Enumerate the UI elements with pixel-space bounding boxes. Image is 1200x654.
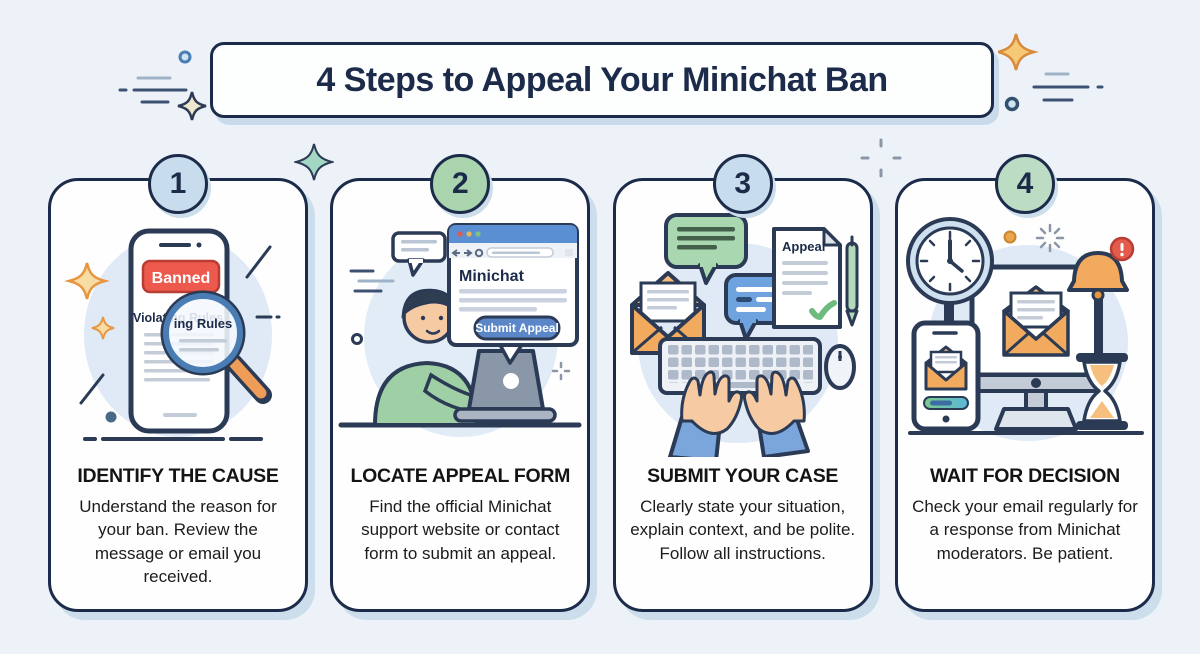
- submit-appeal-button: [473, 315, 561, 341]
- step-number: 2: [451, 167, 469, 200]
- laptop-icon: [453, 349, 558, 423]
- speed-lines-icon: [1032, 72, 1104, 102]
- crosshair-icon: [860, 138, 902, 178]
- spinner-icon: [1035, 223, 1065, 253]
- site-title: Minichat: [459, 268, 525, 285]
- submit-appeal-label: Submit Appeal: [476, 321, 560, 335]
- speed-lines-icon: [349, 269, 395, 293]
- title-box: 4 Steps to Appeal Your Minichat Ban: [210, 42, 994, 118]
- notification-bell-icon: [1066, 236, 1135, 355]
- step-number-badge: 4: [994, 154, 1055, 214]
- step-number: 1: [169, 167, 187, 200]
- dot-icon: [178, 50, 192, 64]
- step-heading: LOCATE APPEAL FORM: [350, 465, 571, 487]
- phone-icon: [911, 320, 981, 432]
- maximize-icon: [475, 231, 481, 237]
- nav-arrows-icon: [451, 248, 484, 258]
- step-heading: WAIT FOR DECISION: [930, 465, 1120, 487]
- clock-icon: [905, 217, 994, 337]
- step-body: Check your email regularly for a respons…: [912, 497, 1138, 563]
- step-body: Clearly state your situation, explain co…: [630, 497, 856, 563]
- step-number-badge: 1: [148, 154, 208, 214]
- sparkle-icon: [998, 33, 1039, 71]
- browser-window: Minichat Submit Appeal: [447, 223, 580, 365]
- typing-hands-illustration: [667, 370, 810, 457]
- step-body: Find the official Minichat support websi…: [361, 497, 560, 563]
- banned-label: Banned: [152, 270, 211, 287]
- check-icon: [808, 300, 837, 320]
- green-chat-bubble-icon: [663, 213, 748, 285]
- submit-case-illustration: Appeal: [629, 213, 859, 457]
- step-number-badge: 2: [430, 154, 491, 214]
- close-icon: [457, 231, 463, 237]
- step-number-badge: 3: [712, 154, 773, 214]
- pen-icon: [845, 235, 859, 327]
- header-right-decoration: [998, 33, 1104, 112]
- step-body: Understand the reason for your ban. Revi…: [79, 497, 277, 587]
- dot-icon: [351, 333, 364, 345]
- dot-icon: [105, 411, 117, 423]
- chat-bubble-icon: [391, 231, 448, 277]
- magnifier-icon: ing Rules: [160, 290, 272, 404]
- sparkle-icon: [91, 316, 115, 340]
- magnified-text: ing Rules: [174, 316, 233, 331]
- accent-lines: [79, 245, 281, 405]
- step-card-1: 1: [48, 154, 308, 612]
- step-number: 4: [1016, 167, 1034, 200]
- step-card-4: 4: [894, 154, 1155, 612]
- steps-row: 1: [48, 154, 1155, 612]
- banned-badge: [141, 259, 221, 294]
- teal-sparkle-icon: [294, 143, 334, 181]
- step-card-2: 2: [330, 154, 591, 612]
- minimize-icon: [466, 231, 472, 237]
- plus-accent-icon: [552, 361, 571, 381]
- hourglass-icon: [1075, 353, 1128, 430]
- email-envelope-icon: [1002, 285, 1070, 357]
- speed-lines-icon: [118, 76, 188, 104]
- dot-icon: [1004, 96, 1020, 112]
- browser-titlebar: [449, 225, 578, 243]
- locate-form-illustration: Minichat Submit Appeal: [338, 223, 582, 437]
- page-title: 4 Steps to Appeal Your Minichat Ban: [316, 60, 888, 99]
- text-lines: [781, 261, 828, 295]
- header-left-decoration: [118, 50, 207, 121]
- mouse-icon: [823, 344, 856, 390]
- appeal-doc-label: Appeal: [782, 239, 825, 254]
- wait-decision-illustration: [905, 217, 1144, 441]
- dot-icon: [1003, 230, 1017, 244]
- appeal-document-icon: Appeal: [771, 227, 842, 329]
- step-heading: SUBMIT YOUR CASE: [647, 465, 839, 487]
- step-card-3: 3: [612, 154, 873, 612]
- sparkle-icon: [177, 91, 207, 121]
- step-heading: IDENTIFY THE CAUSE: [77, 465, 279, 487]
- sparkle-icon: [64, 262, 110, 300]
- identify-cause-illustration: Banned Violating Rules: [64, 228, 281, 441]
- text-lines: [459, 289, 568, 312]
- step-number: 3: [734, 167, 751, 200]
